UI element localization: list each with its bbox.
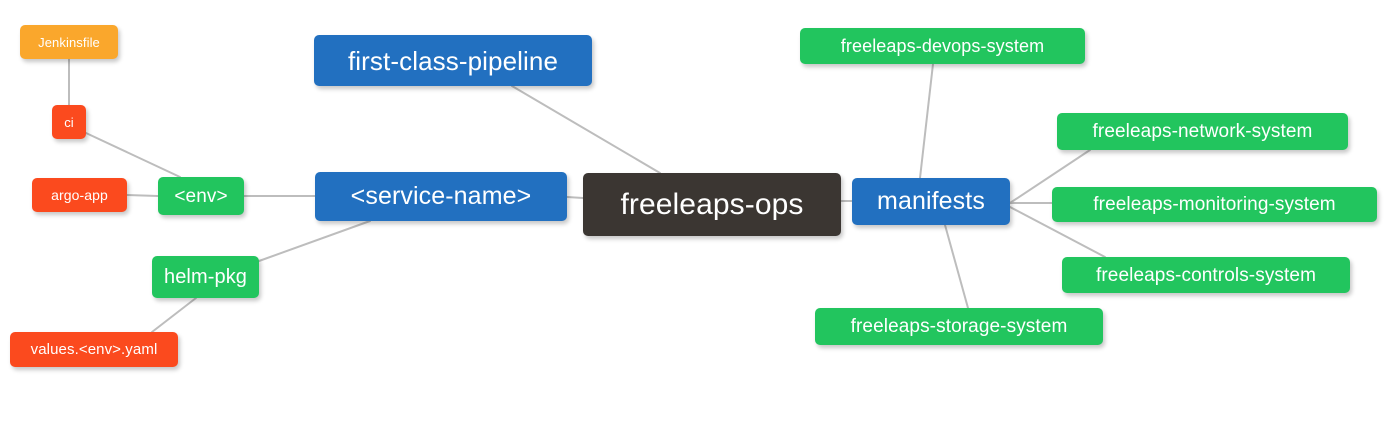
node-label: helm-pkg [163,266,248,288]
node-label: freeleaps-devops-system [840,36,1045,56]
node-storage-system[interactable]: freeleaps-storage-system [815,308,1103,345]
node-network-system[interactable]: freeleaps-network-system [1057,113,1348,150]
node-label: freeleaps-monitoring-system [1093,194,1336,215]
node-helm-pkg[interactable]: helm-pkg [152,256,259,298]
node-values-env-yaml[interactable]: values.<env>.yaml [10,332,178,367]
node-argo-app[interactable]: argo-app [32,178,127,212]
node-manifests[interactable]: manifests [852,178,1010,225]
node-service-name[interactable]: <service-name> [315,172,567,221]
edge-ci-to-env [85,132,181,178]
node-monitoring-system[interactable]: freeleaps-monitoring-system [1052,187,1377,222]
edge-manifests-to-storage-system [944,224,969,309]
node-label: freeleaps-ops [620,187,804,221]
edge-first-class-pipeline-to-freeleaps-ops [511,85,661,174]
node-label: ci [64,114,74,130]
edge-service-name-to-freeleaps-ops [566,196,584,199]
node-controls-system[interactable]: freeleaps-controls-system [1062,257,1350,293]
node-label: <env> [174,185,228,207]
node-freeleaps-ops[interactable]: freeleaps-ops [583,173,841,236]
node-ci[interactable]: ci [52,105,86,139]
node-label: argo-app [51,187,108,203]
node-label: Jenkinsfile [38,34,100,50]
node-devops-system[interactable]: freeleaps-devops-system [800,28,1085,64]
node-label: first-class-pipeline [347,45,559,76]
node-label: freeleaps-storage-system [850,316,1068,337]
edge-manifests-to-devops-system [919,63,934,179]
edge-argo-app-to-env [126,194,159,197]
node-label: freeleaps-controls-system [1095,264,1317,286]
edge-values-env-yaml-to-helm-pkg [151,297,197,333]
node-env[interactable]: <env> [158,177,244,215]
node-label: values.<env>.yaml [30,341,158,358]
node-first-class-pipeline[interactable]: first-class-pipeline [314,35,592,86]
node-label: freeleaps-network-system [1092,121,1313,142]
node-label: manifests [877,187,985,215]
node-jenkinsfile[interactable]: Jenkinsfile [20,25,118,59]
edge-helm-pkg-to-service-name [258,220,371,262]
node-label: <service-name> [350,182,532,210]
